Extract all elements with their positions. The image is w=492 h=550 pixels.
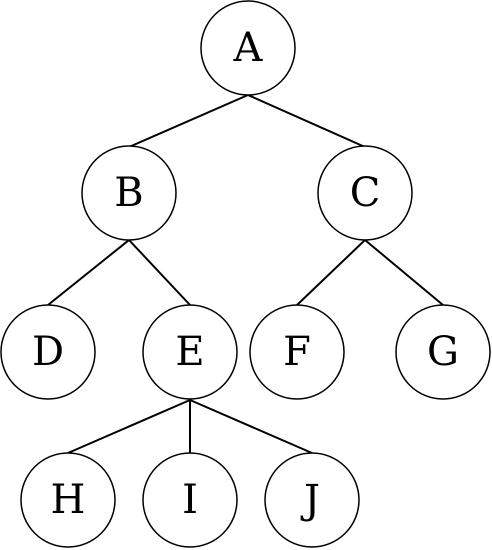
tree-node-i: I: [142, 452, 238, 548]
node-circle-b: [81, 145, 177, 241]
node-circle-g: [395, 304, 491, 400]
node-circle-c: [317, 145, 413, 241]
edge-a-c: [247, 94, 366, 148]
edge-e-h: [67, 399, 191, 454]
node-circle-d: [0, 304, 96, 400]
edge-c-g: [364, 239, 444, 306]
node-label-a: A: [233, 25, 264, 71]
tree-node-j: J: [264, 452, 360, 548]
tree-node-a: A: [200, 0, 296, 96]
node-label-h: H: [51, 477, 86, 523]
edge-b-e: [128, 239, 191, 306]
tree-edges: [47, 94, 444, 454]
node-circle-i: [142, 452, 238, 548]
tree-node-g: G: [395, 304, 491, 400]
node-circle-e: [142, 304, 238, 400]
node-circle-f: [249, 304, 345, 400]
tree-node-c: C: [317, 145, 413, 241]
node-circle-h: [20, 452, 116, 548]
node-label-e: E: [175, 329, 204, 375]
node-label-d: D: [32, 329, 64, 375]
node-label-i: I: [182, 477, 198, 523]
tree-node-h: H: [20, 452, 116, 548]
tree-node-d: D: [0, 304, 96, 400]
node-label-g: G: [427, 329, 459, 375]
edge-e-j: [189, 399, 313, 454]
tree-node-f: F: [249, 304, 345, 400]
edge-b-d: [47, 239, 130, 306]
tree-node-b: B: [81, 145, 177, 241]
tree-node-e: E: [142, 304, 238, 400]
node-label-c: C: [350, 170, 381, 216]
node-label-j: J: [300, 477, 320, 523]
node-circle-j: [264, 452, 360, 548]
node-circle-a: [200, 0, 296, 96]
edge-c-f: [296, 239, 366, 306]
node-label-b: B: [114, 170, 143, 216]
edge-a-b: [128, 94, 249, 148]
node-label-f: F: [283, 329, 311, 375]
